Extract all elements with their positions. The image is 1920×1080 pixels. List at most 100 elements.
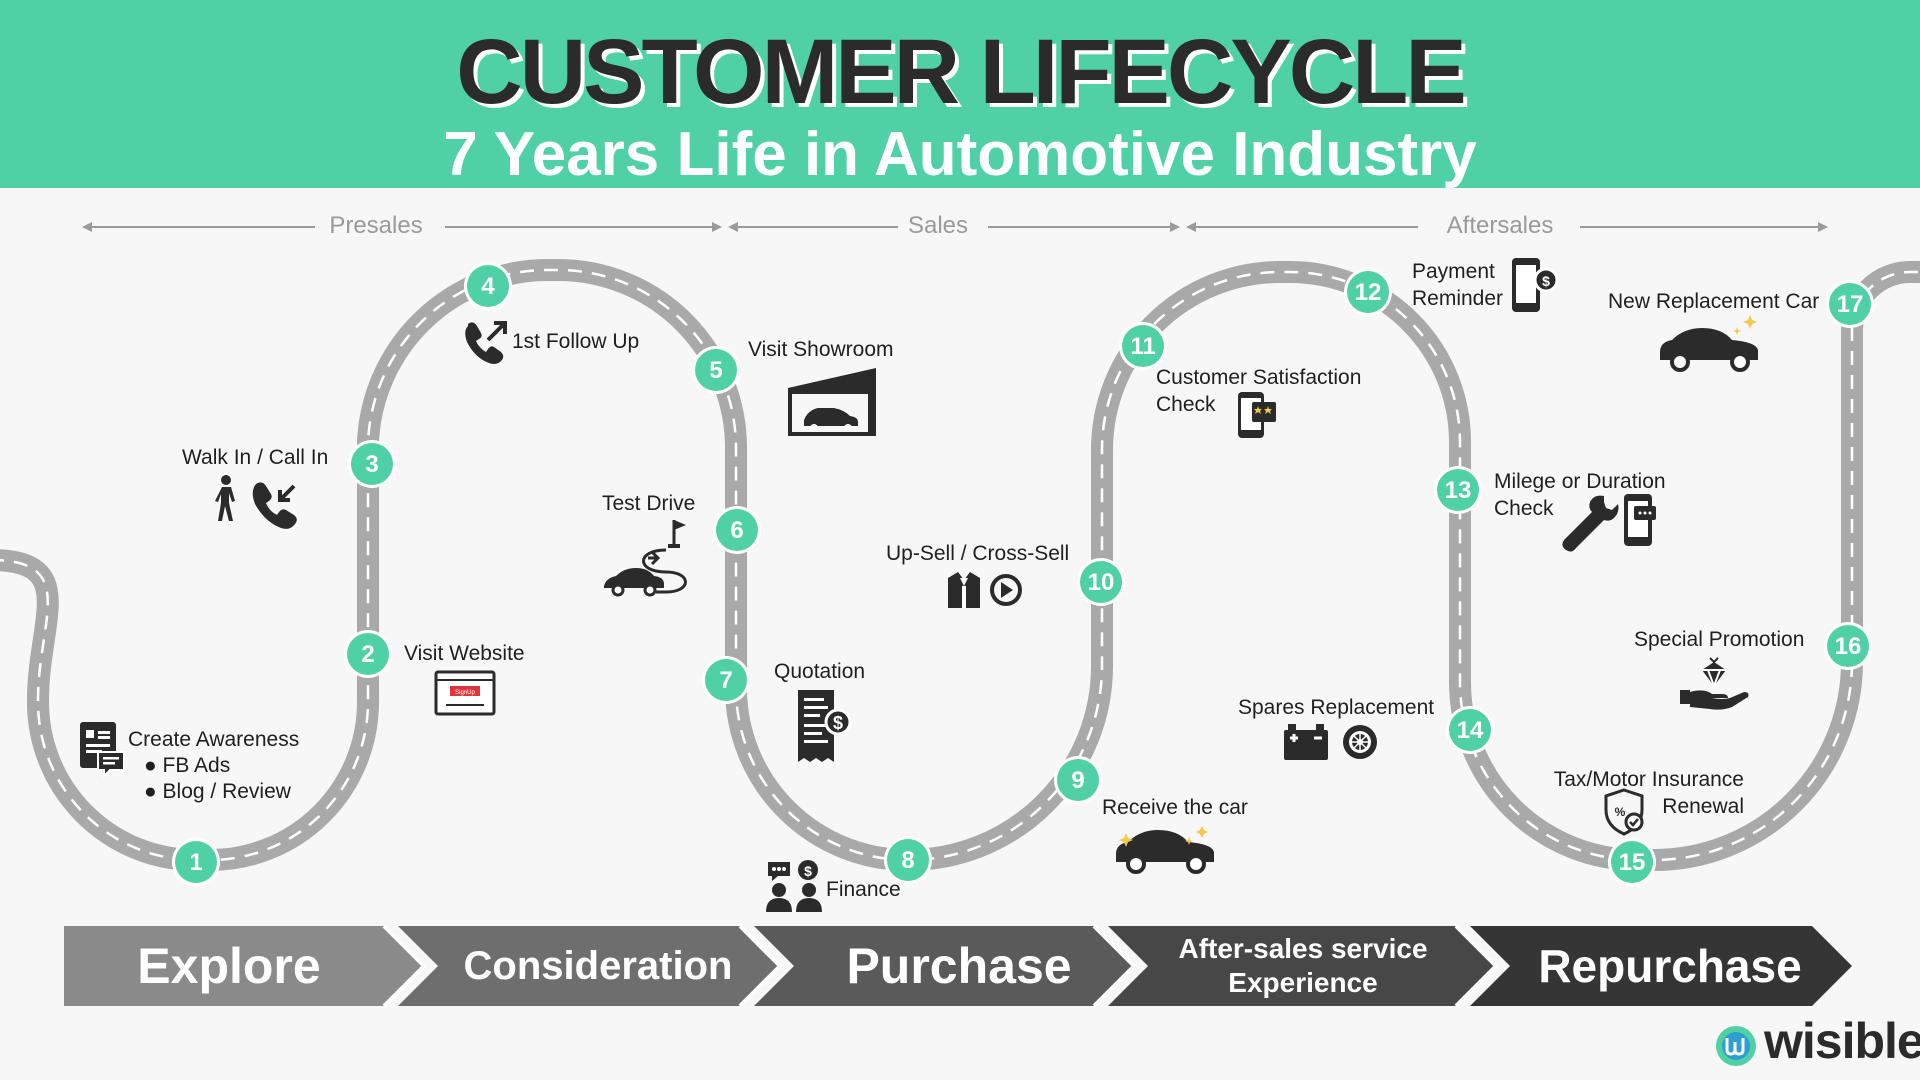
step-marker-circle xyxy=(1057,759,1099,801)
step-marker-circle xyxy=(1449,709,1491,751)
gift-hand-icon xyxy=(1680,657,1749,710)
step-15-label: Tax/Motor Insurance Renewal xyxy=(1553,768,1744,818)
quotation-receipt-icon: $ xyxy=(798,690,852,762)
step-marker-13: 13 xyxy=(1434,466,1482,514)
step-marker-circle xyxy=(347,633,389,675)
step-12-label: Payment Reminder xyxy=(1412,260,1504,310)
step-marker-number: 6 xyxy=(730,517,743,544)
test-drive-icon xyxy=(604,520,687,597)
new-car-icon xyxy=(1660,315,1758,372)
stage-chevron-consideration xyxy=(398,926,780,1006)
step-4-label: 1st Follow Up xyxy=(512,330,640,353)
step-6-label: Test Drive xyxy=(602,492,696,515)
battery-icon xyxy=(1284,724,1328,760)
stage-chevron-purchase xyxy=(754,926,1134,1006)
wrench-icon xyxy=(1562,495,1619,552)
step-marker-number: 5 xyxy=(709,357,722,384)
insurance-shield-icon: % xyxy=(1604,788,1644,836)
document-chat-icon xyxy=(80,722,125,779)
step-marker-number: 16 xyxy=(1835,633,1862,660)
step-marker-circle xyxy=(1827,625,1869,667)
step-2-label: Visit Website xyxy=(404,642,525,665)
step-5-label: Visit Showroom xyxy=(748,338,894,361)
step-marker-circle xyxy=(1080,561,1122,603)
step-marker-number: 17 xyxy=(1837,291,1864,318)
step-marker-number: 14 xyxy=(1457,717,1484,744)
page-subtitle: 7 Years Life in Automotive Industry xyxy=(443,120,1477,189)
step-marker-circle xyxy=(1829,283,1871,325)
step-1-label: Create Awareness xyxy=(128,728,300,751)
step-marker-number: 3 xyxy=(365,451,378,478)
step-marker-number: 7 xyxy=(719,667,732,694)
phase-label-presales: Presales xyxy=(329,212,423,239)
stage-chevron-repurchase xyxy=(1470,926,1852,1006)
step-marker-circle xyxy=(705,659,747,701)
step-1-subitem-text: FB Ads xyxy=(162,754,231,777)
step-marker-16: 16 xyxy=(1824,622,1872,670)
step-1-subitem-1: ● FB Ads xyxy=(144,754,231,777)
step-marker-circle xyxy=(1437,469,1479,511)
mobile-message-icon xyxy=(1624,494,1656,546)
svg-text:$: $ xyxy=(833,713,843,733)
step-marker-circle xyxy=(1347,271,1389,313)
stage-consideration: Consideration xyxy=(463,944,733,988)
signup-badge-text: SignUp xyxy=(455,690,475,696)
step-marker-6: 6 xyxy=(713,506,761,554)
step-marker-circle xyxy=(1611,841,1653,883)
step-14-label: Spares Replacement xyxy=(1238,696,1435,719)
step-marker-14: 14 xyxy=(1446,706,1494,754)
step-marker-circle xyxy=(695,349,737,391)
road xyxy=(0,258,1920,872)
step-marker-number: 9 xyxy=(1071,767,1084,794)
step-11-label: Customer Satisfaction Check xyxy=(1156,366,1362,416)
payment-phone-icon: $ xyxy=(1512,258,1559,312)
step-marker-4: 4 xyxy=(464,262,512,310)
page-title: CUSTOMER LIFECYCLE xyxy=(456,21,1466,123)
stage-chevron-explore xyxy=(64,926,424,1006)
step-marker-number: 4 xyxy=(481,273,495,300)
step-16-label: Special Promotion xyxy=(1634,628,1805,651)
step-marker-number: 11 xyxy=(1130,333,1155,360)
stage-purchase: Purchase xyxy=(846,938,1072,994)
step-marker-12: 12 xyxy=(1344,268,1392,316)
step-10-label: Up-Sell / Cross-Sell xyxy=(886,542,1070,565)
step-9-label: Receive the car xyxy=(1102,796,1248,819)
stage-explore: Explore xyxy=(137,938,321,994)
step-marker-number: 1 xyxy=(189,849,202,876)
step-marker-circle xyxy=(716,509,758,551)
step-marker-circle xyxy=(175,841,217,883)
phase-label-aftersales: Aftersales xyxy=(1446,212,1554,239)
step-marker-11: 11 xyxy=(1119,322,1167,370)
step-8-label: Finance xyxy=(826,878,901,901)
walking-person-icon xyxy=(215,475,235,521)
suit-upsell-icon xyxy=(948,572,980,608)
tire-icon xyxy=(1343,725,1377,759)
step-17-label: New Replacement Car xyxy=(1608,290,1820,313)
phone-incoming-icon xyxy=(252,482,297,529)
step-marker-9: 9 xyxy=(1054,756,1102,804)
svg-text:%: % xyxy=(1615,805,1626,819)
step-marker-8: 8 xyxy=(884,836,932,884)
stage-chevron-aftersales xyxy=(1108,926,1496,1006)
step-marker-1: 1 xyxy=(172,838,220,886)
wisible-logo-icon xyxy=(1716,1026,1756,1066)
step-marker-number: 8 xyxy=(901,847,914,874)
step-marker-number: 15 xyxy=(1619,849,1646,876)
stage-aftersales: After-sales service Experience xyxy=(1178,933,1428,998)
svg-text:$: $ xyxy=(1542,273,1550,289)
step-marker-3: 3 xyxy=(348,440,396,488)
brand-logo-text: wisible xyxy=(1764,1013,1920,1069)
road-dash xyxy=(0,268,1920,862)
phone-outgoing-icon xyxy=(465,321,507,364)
step-1-subitem-2: ● Blog / Review xyxy=(144,780,291,803)
step-marker-10: 10 xyxy=(1077,558,1125,606)
finance-people-icon: $ xyxy=(766,860,822,912)
step-marker-7: 7 xyxy=(702,656,750,704)
play-circle-icon xyxy=(990,574,1022,606)
step-marker-2: 2 xyxy=(344,630,392,678)
step-marker-circle xyxy=(1122,325,1164,367)
step-marker-number: 13 xyxy=(1445,477,1472,504)
step-marker-5: 5 xyxy=(692,346,740,394)
